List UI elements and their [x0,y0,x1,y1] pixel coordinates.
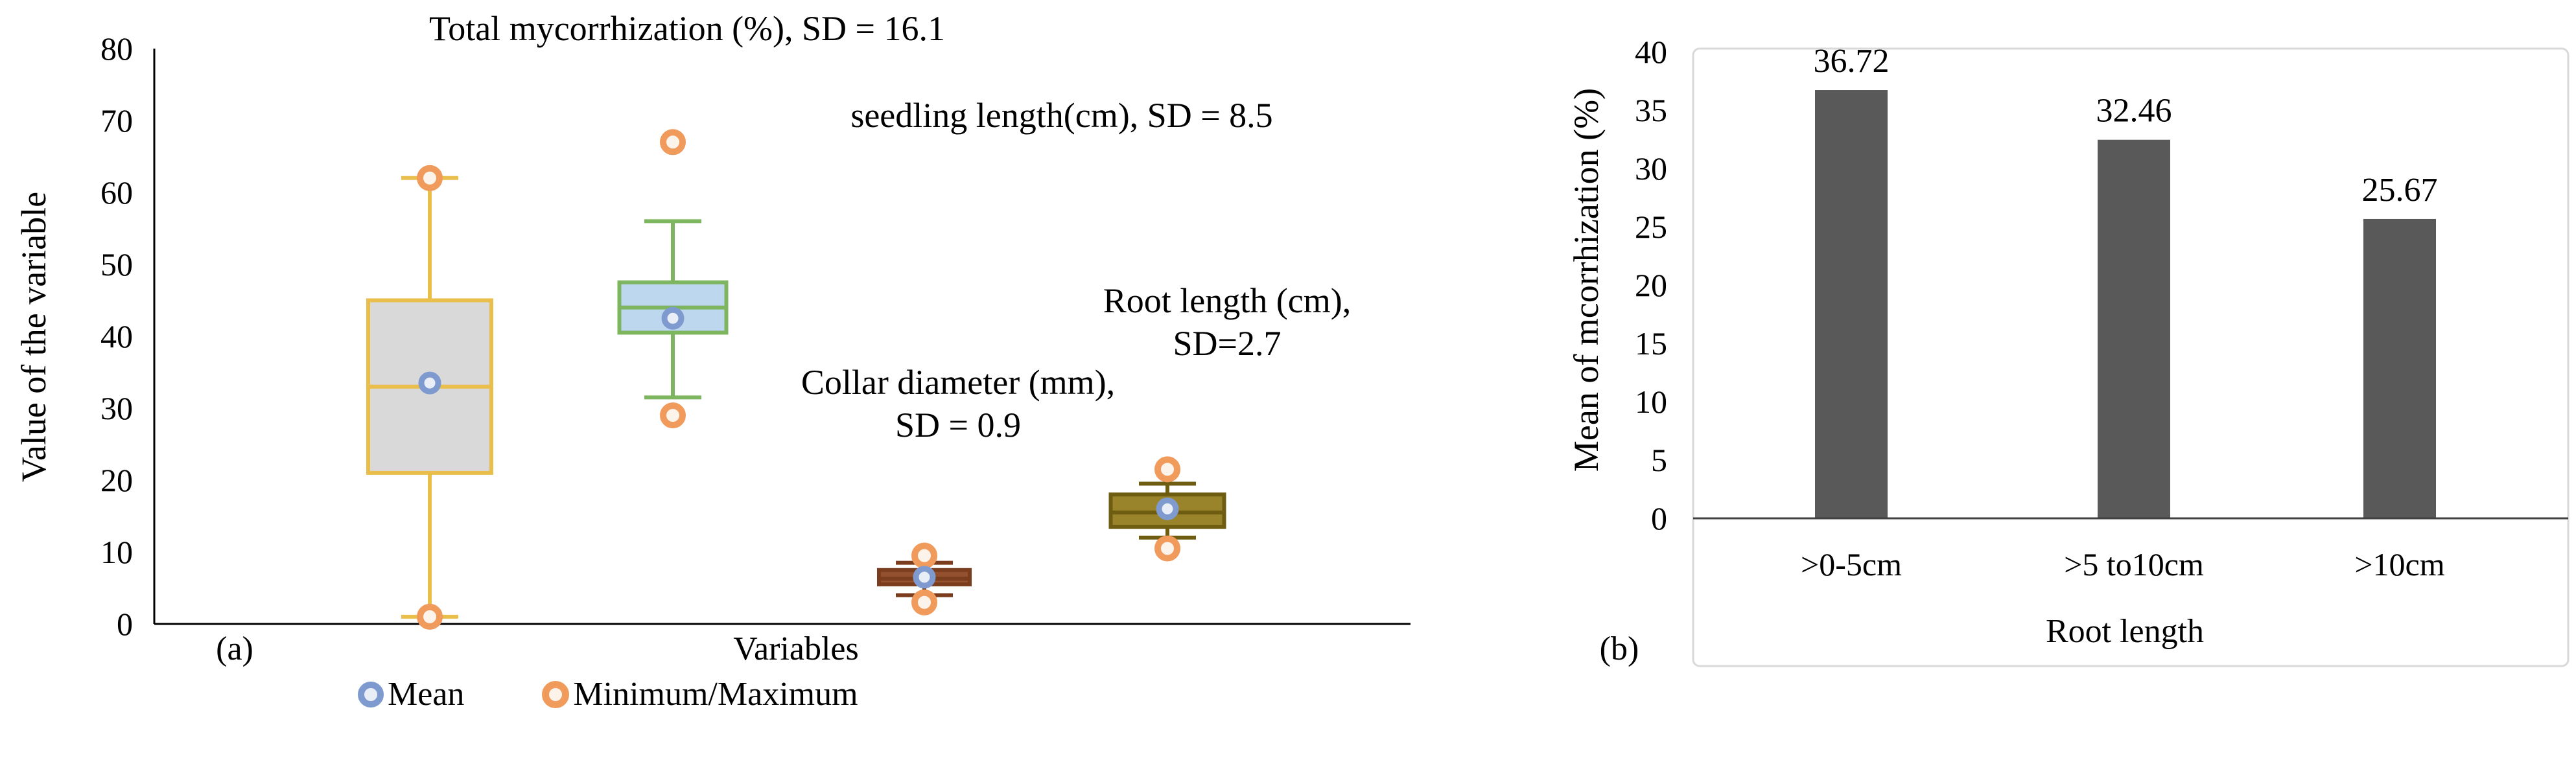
max-marker-1 [660,129,686,155]
legend-item-minmax: Minimum/Maximum [542,675,858,713]
panel-a-ytick-20: 20 [100,462,133,498]
panel-b-ytick-15: 15 [1635,325,1667,362]
mean-marker-icon [358,681,384,708]
panel-b-ytick-25: 25 [1635,209,1667,245]
max-marker-3 [1154,456,1180,483]
mean-marker-3 [1156,497,1179,520]
panel-b-ytick-0: 0 [1651,500,1667,536]
panel-b-label: (b) [1599,630,1639,667]
bar-1 [2098,139,2170,519]
category-label-1: >5 to10cm [2064,546,2204,582]
category-label-0: >0-5cm [1801,546,1902,582]
panel-a-ytick-80: 80 [100,30,133,67]
panel-a-ytick-50: 50 [100,246,133,282]
mean-marker-1 [661,306,685,330]
panel-b-frame [1692,47,2570,667]
panel-b-x-axis-title: Root length [2045,613,2205,650]
panel-b-y-axis-title: Mean of mcorrhization (%) [1567,87,1606,472]
min-marker-1 [660,402,686,429]
panel-b-ytick-30: 30 [1635,150,1667,187]
annotation-seedling-length: seedling length(cm), SD = 8.5 [850,96,1273,135]
legend: Mean Minimum/Maximum [358,675,858,713]
panel-b-ytick-40: 40 [1635,34,1667,70]
min-marker-0 [417,603,443,630]
panel-a-ytick-70: 70 [100,102,133,139]
min-marker-3 [1154,535,1180,562]
annotation-collar-diameter: Collar diameter (mm), SD = 0.9 [801,363,1116,444]
bar-value-label-2: 25.67 [2362,172,2438,209]
minmax-marker-icon [542,680,570,708]
bar-value-label-1: 32.46 [2096,93,2172,130]
panel-a-ytick-40: 40 [100,318,133,354]
panel-b-ytick-35: 35 [1635,92,1667,128]
max-marker-2 [911,542,937,569]
mean-marker-2 [913,566,936,589]
panel-a-ytick-0: 0 [117,606,133,642]
bar-value-label-0: 36.72 [1814,43,1890,80]
legend-label-minmax: Minimum/Maximum [573,676,858,713]
panel-a-y-axis-title: Value of the variable [14,191,53,483]
legend-item-mean: Mean [358,675,464,713]
mean-marker-0 [418,371,441,395]
panel-a-ytick-10: 10 [100,534,133,570]
min-marker-2 [911,589,937,616]
category-label-2: >10cm [2354,546,2444,582]
panel-b-ytick-20: 20 [1635,267,1667,303]
panel-a-label: (a) [216,630,253,667]
annotation-total-mycorrhization: Total mycorrhization (%), SD = 16.1 [429,9,945,48]
panel-a-ytick-60: 60 [100,174,133,211]
panel-a-x-axis-title: Variables [733,630,859,667]
panel-b-ytick-5: 5 [1651,442,1667,478]
bar-2 [2363,218,2436,518]
panel-a-ytick-30: 30 [100,390,133,426]
max-marker-0 [417,165,443,191]
panel-b-ytick-10: 10 [1635,384,1667,420]
legend-label-mean: Mean [388,676,465,713]
annotation-root-length: Root length (cm), SD=2.7 [1103,281,1352,363]
bar-0 [1815,90,1888,519]
